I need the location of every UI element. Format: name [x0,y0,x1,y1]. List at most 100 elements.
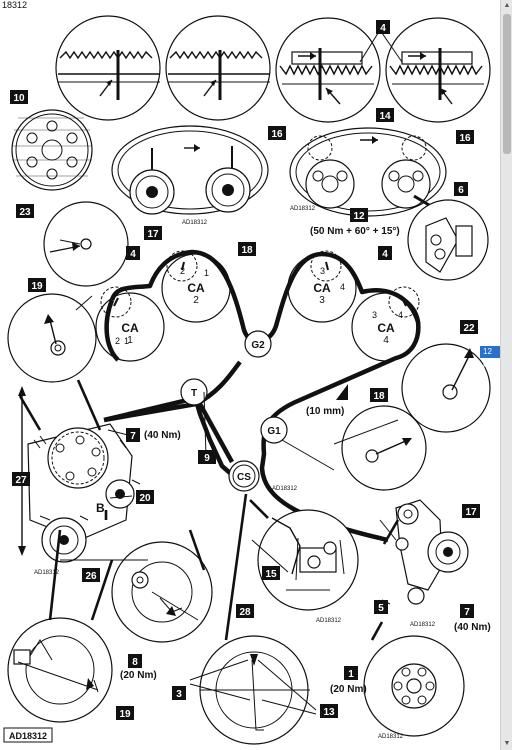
callout-boxes: 10 23 17 18 4 19 4 16 14 16 6 12 4 22 18… [10,20,480,720]
ca1-label: CA [121,321,139,335]
callout-6: 6 [454,182,468,196]
callout-14: 14 [376,108,394,122]
camshaft-sprocket-detail [11,109,93,191]
crankshaft-pulley-cs: CS [228,460,260,492]
ca2-num: 2 [193,295,199,306]
callout-11: 10 [10,90,28,104]
timing-belt-lower-left [104,299,120,362]
detail-circle-24 [401,343,491,433]
torque-7: (40 Nm) [454,622,491,633]
diagram-reference-top: 18312 [2,0,28,10]
svg-text:AD18312: AD18312 [316,618,342,624]
detail-circle-9 [111,541,213,643]
crankcase-front-view: B [27,423,141,563]
svg-text:5: 5 [378,603,384,614]
svg-text:G2: G2 [251,340,265,351]
svg-text:4: 4 [130,249,136,260]
timing-belt [103,249,421,543]
torque-12: (50 Nm + 60° + 15°) [310,226,400,237]
callout-17: 17 [462,504,480,518]
timing-belt-diagram: CA 1 2 1 CA 2 2 1 CA 3 3 4 CA 4 3 4 G2 [3,15,491,745]
svg-text:26: 26 [85,571,97,582]
svg-text:CS: CS [237,472,251,483]
svg-text:18: 18 [241,245,253,256]
svg-text:1: 1 [204,268,209,278]
scroll-down-arrow-icon[interactable]: ▼ [503,740,511,747]
callout-13: 13 [320,704,338,718]
callout-19: 20 [136,490,154,504]
scroll-up-arrow-icon[interactable]: ▲ [503,2,511,9]
svg-text:8: 8 [132,657,138,668]
svg-text:19: 19 [31,281,43,292]
tensioner-detail-6 [407,199,489,281]
detail-circle-21 [7,617,113,723]
svg-text:AD18312: AD18312 [290,206,316,212]
svg-text:3: 3 [372,310,377,320]
svg-text:AD18312: AD18312 [272,486,298,492]
svg-text:9: 9 [204,453,210,464]
svg-text:16: 16 [459,133,471,144]
ca3-label: CA [313,281,331,295]
svg-text:16: 16 [271,129,283,140]
svg-text:14: 14 [379,111,391,122]
vertical-scrollbar[interactable]: ▲ ▼ [500,0,512,750]
svg-text:12: 12 [353,211,365,222]
callout-3: 3 [172,686,186,700]
svg-text:6: 6 [458,185,464,196]
callout-16-right: 16 [456,130,474,144]
svg-text:15: 15 [265,569,277,580]
ca1-num: 1 [127,335,133,346]
callout-4-left: 4 [126,246,140,260]
torque-9: (20 Nm) [120,670,157,681]
svg-text:18: 18 [373,391,385,402]
ca4-num: 4 [383,335,389,346]
svg-text:3: 3 [320,266,325,276]
svg-text:13: 13 [323,707,335,718]
detail-circle-18 [341,405,427,491]
svg-text:AD18312: AD18312 [182,220,208,226]
detail-circle-top-right-a [275,17,381,123]
callout-16-left: 16 [268,126,286,140]
svg-text:AD18312: AD18312 [34,570,60,576]
svg-text:28: 28 [239,607,251,618]
callout-21: 19 [116,706,134,720]
svg-text:1: 1 [348,669,354,680]
ca4-label: CA [377,321,395,335]
svg-text:2: 2 [180,266,185,276]
callout-4-right: 4 [378,246,392,260]
callout-7: 7 [460,604,474,618]
callout-15: 15 [262,566,280,580]
callout-1: 1 [344,666,358,680]
leader-lines [18,379,400,641]
svg-text:G1: G1 [267,426,281,437]
svg-text:7: 7 [130,431,136,442]
svg-text:22: 22 [463,323,475,334]
callout-18: 18 [370,388,388,402]
cam-pulley-ca1: CA 1 2 1 [95,286,165,362]
callout-24: 22 [460,320,478,334]
callout-28: 28 [236,604,254,618]
detail-circle-3-13 [199,635,310,745]
detail-circle-top-center [165,15,271,121]
tensioner-lower-assembly [379,499,469,605]
scroll-thumb[interactable] [503,14,511,154]
cam-pulley-ca2: CA 2 2 1 [161,250,231,323]
gap-label: (10 mm) [306,406,344,417]
callout-8: 7 [126,428,140,442]
svg-text:7: 7 [464,607,470,618]
svg-text:4: 4 [340,282,345,292]
svg-text:AD18312: AD18312 [9,731,47,741]
svg-text:17: 17 [465,507,477,518]
torque-8: (40 Nm) [144,430,181,441]
idler-g1: G1 [260,416,288,444]
ca3-num: 3 [319,295,325,306]
callout-20: 19 [28,278,46,292]
svg-text:T: T [191,388,197,399]
svg-text:AD18312: AD18312 [378,734,404,740]
svg-text:19: 19 [119,709,131,720]
svg-text:4: 4 [380,23,386,34]
detail-circle-15 [257,509,359,611]
detail-circle-25 [43,201,129,287]
bottom-reference-box: AD18312 [3,727,53,743]
torque-1: (20 Nm) [330,684,367,695]
